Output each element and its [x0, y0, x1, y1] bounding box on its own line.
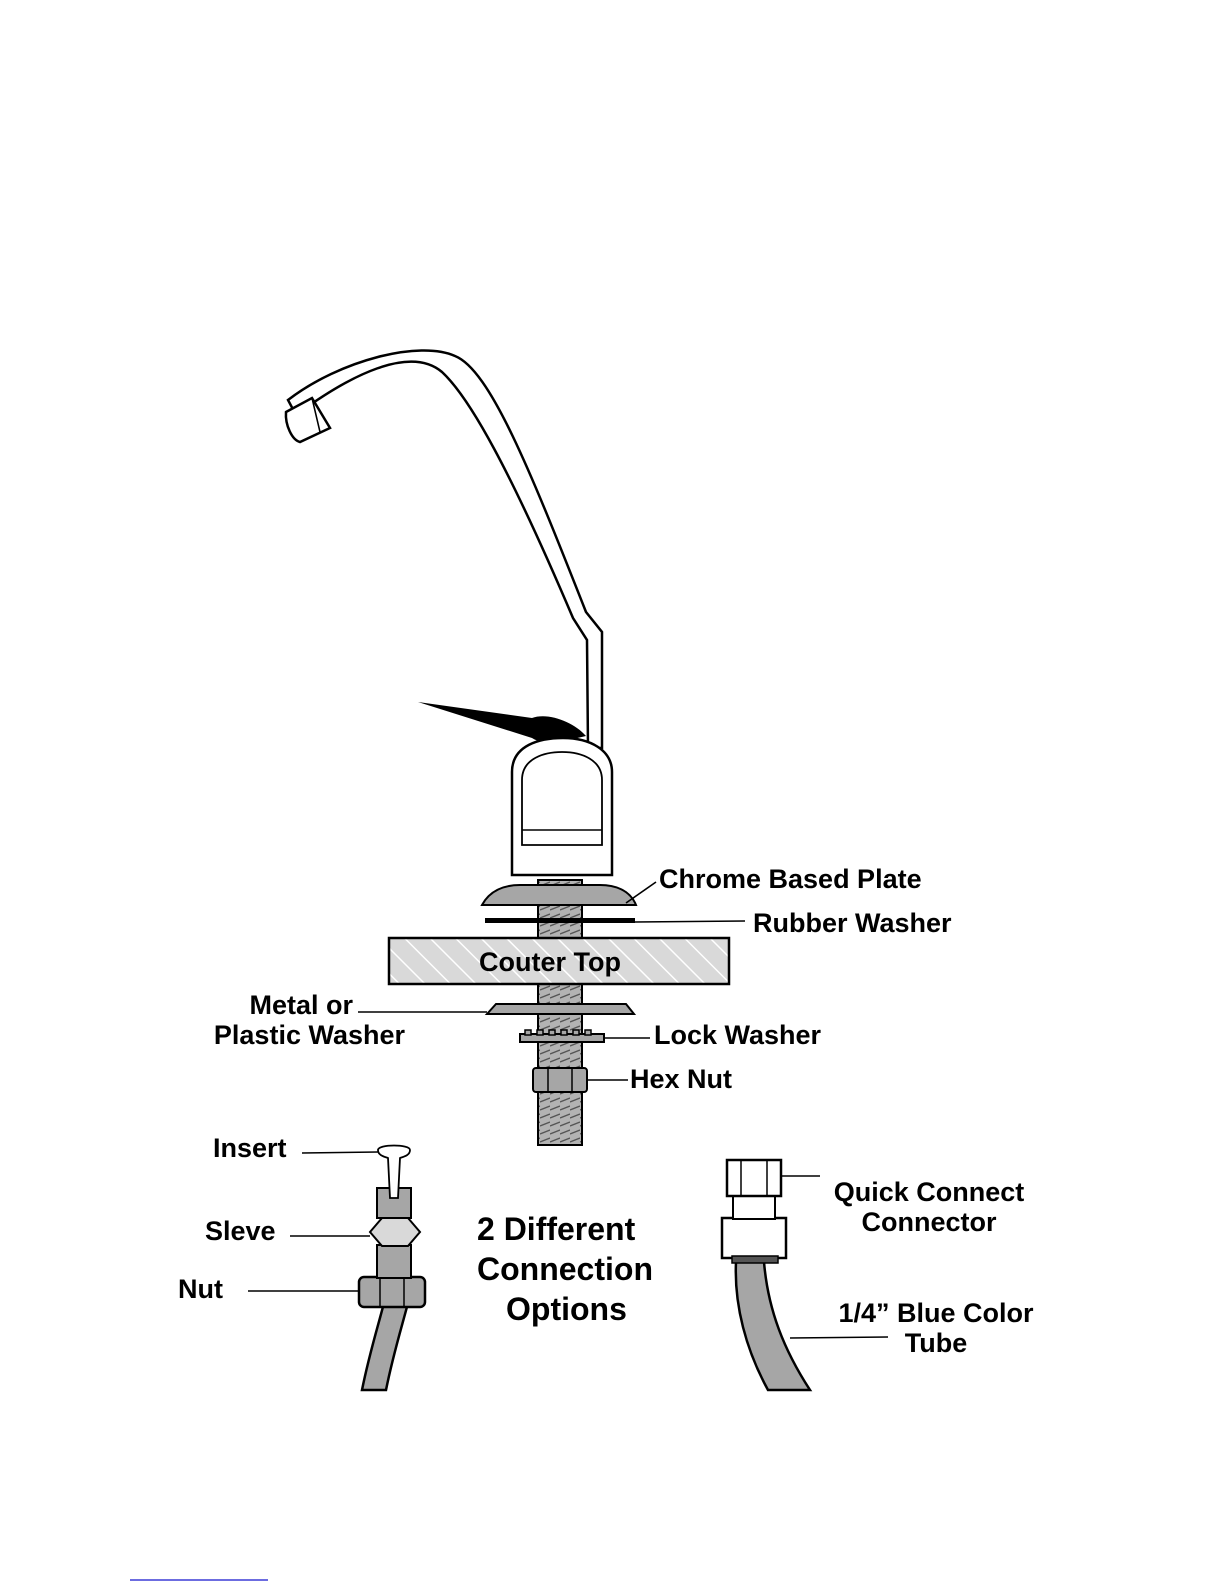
label-quick-connect-line2: Connector	[862, 1207, 997, 1237]
quick-connect-body	[722, 1218, 786, 1258]
label-chrome-based-plate: Chrome Based Plate	[659, 864, 922, 894]
label-counter-top: Couter Top	[479, 947, 621, 977]
metal-washer	[487, 1004, 634, 1014]
label-rubber-washer: Rubber Washer	[753, 908, 952, 938]
faucet-body-window	[522, 752, 602, 845]
tube-left	[362, 1295, 410, 1390]
label-hex-nut: Hex Nut	[630, 1064, 732, 1094]
quick-connect-connection	[722, 1160, 810, 1390]
label-tube-line1: 1/4” Blue Color	[838, 1298, 1034, 1328]
compression-nut	[359, 1277, 425, 1307]
spout-outline	[288, 350, 602, 748]
label-sleeve: Sleve	[205, 1216, 276, 1246]
options-line-1: 2 Different	[477, 1211, 636, 1247]
rubber-washer	[485, 918, 635, 923]
label-nut: Nut	[178, 1274, 223, 1304]
options-line-3: Options	[506, 1291, 627, 1327]
label-insert: Insert	[213, 1133, 287, 1163]
label-quick-connect-line1: Quick Connect	[834, 1177, 1025, 1207]
label-tube-line2: Tube	[905, 1328, 968, 1358]
label-lock-washer: Lock Washer	[654, 1020, 822, 1050]
options-line-2: Connection	[477, 1251, 653, 1287]
label-metal-washer-line2: Plastic Washer	[214, 1020, 406, 1050]
compression-sleeve	[370, 1218, 420, 1246]
compression-connection	[359, 1146, 425, 1391]
chrome-base-plate	[482, 885, 636, 905]
label-metal-washer-line1: Metal or	[249, 990, 353, 1020]
tube-right	[736, 1262, 810, 1390]
hex-nut	[533, 1068, 587, 1092]
quick-connect-cap	[727, 1160, 781, 1196]
